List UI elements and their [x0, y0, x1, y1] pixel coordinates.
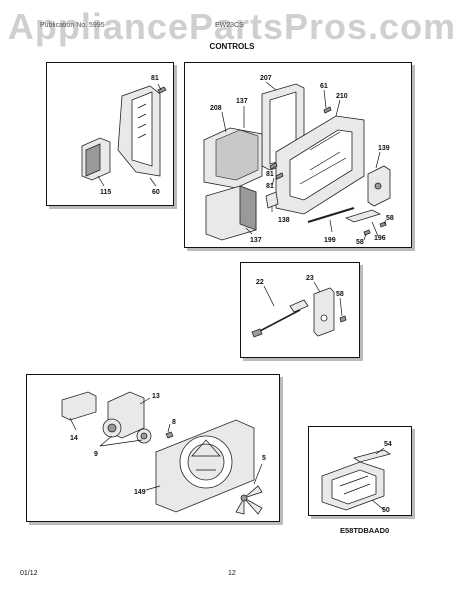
label-81-b: 81	[266, 171, 274, 178]
label-81-c: 81	[266, 183, 274, 190]
label-81-a: 81	[151, 75, 159, 82]
label-54: 54	[384, 441, 392, 448]
label-58-a: 58	[386, 215, 394, 222]
footer-page-number: 12	[228, 570, 236, 577]
label-58-b: 58	[356, 239, 364, 246]
panel5-parts	[321, 447, 391, 511]
panel1-parts	[81, 83, 167, 187]
panel-damper	[240, 262, 360, 358]
label-14: 14	[70, 435, 78, 442]
watermark: AppliancePartsPros.com	[7, 6, 457, 47]
label-60: 60	[152, 189, 160, 196]
label-138: 138	[278, 217, 290, 224]
panel4-parts	[61, 391, 263, 515]
label-115: 115	[100, 189, 111, 196]
label-137-a: 137	[236, 98, 248, 105]
panel3-parts	[251, 281, 347, 338]
label-139: 139	[378, 145, 390, 152]
label-207: 207	[260, 75, 272, 82]
label-61: 61	[320, 83, 328, 90]
label-149: 149	[134, 489, 146, 496]
label-23: 23	[306, 275, 314, 282]
label-208: 208	[210, 105, 222, 112]
label-50: 50	[382, 507, 390, 514]
diagram-code: E58TDBAAD0	[340, 526, 390, 535]
label-22: 22	[256, 279, 264, 286]
label-196: 196	[374, 235, 386, 242]
label-8: 8	[172, 419, 176, 426]
page-title: CONTROLS	[209, 42, 255, 51]
model-number: EW23CS	[215, 22, 244, 29]
label-210: 210	[336, 93, 348, 100]
label-9: 9	[94, 451, 98, 458]
panel2-parts	[203, 81, 391, 241]
footer-date: 01/12	[20, 570, 38, 577]
label-199: 199	[324, 237, 336, 244]
label-5: 5	[262, 455, 266, 462]
publication-number: Publication No. 5995	[40, 22, 105, 29]
label-58-c: 58	[336, 291, 344, 298]
label-13: 13	[152, 393, 160, 400]
label-137-b: 137	[250, 237, 262, 244]
